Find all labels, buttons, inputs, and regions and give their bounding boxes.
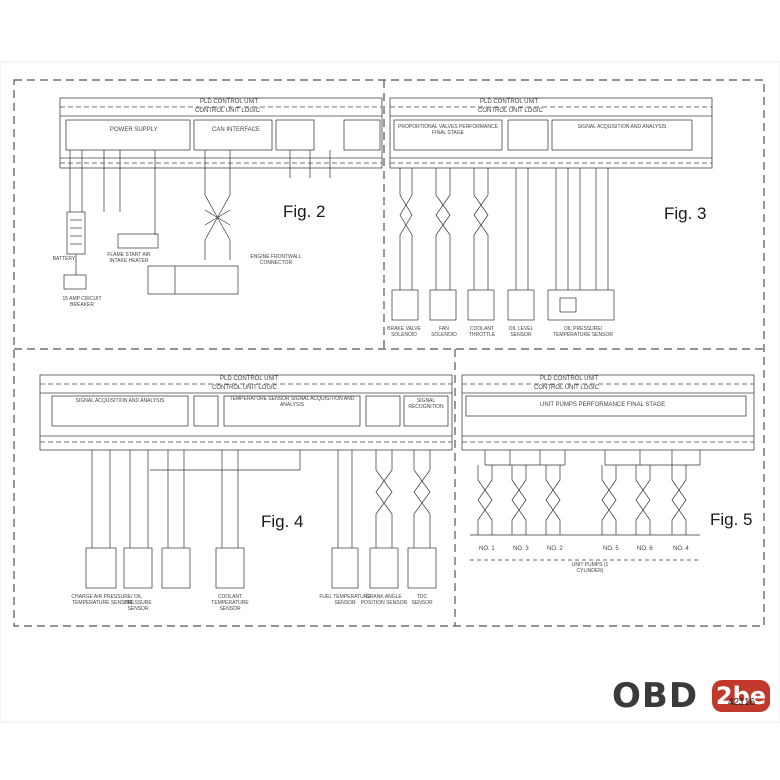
fig2-label: Fig. 2	[283, 202, 326, 221]
coolant-throttle-label: COOLANT THROTTLE	[468, 326, 496, 338]
fig3-module-title: PLD CONTROL UNIT	[480, 99, 539, 105]
pump-label: NO. 6	[637, 546, 653, 552]
logo-brand-right: 2be	[712, 680, 770, 712]
fig2-wires	[63, 150, 331, 295]
fuel-temp-label: FUEL TEMPERATURE SENSOR	[319, 594, 371, 606]
fig5-wires	[470, 450, 701, 561]
fig2-module-title: PLD CONTROL UNIT	[200, 99, 259, 105]
pump-label: NO. 5	[603, 546, 619, 552]
fig5-module-logic: CONTROL UNIT LOGIC	[534, 385, 600, 391]
tdc-sensor-label: TDC SENSOR	[411, 594, 433, 606]
unit-pumps-stage-label: UNIT PUMPS PERFORMANCE FINAL STAGE	[540, 402, 666, 408]
sheet-frame	[0, 61, 780, 723]
panel-dividers	[13, 79, 765, 627]
flame-start-label: FLAME START AIR INTAKE HEATER	[107, 252, 151, 264]
coolant-temp-label: COOLANT TEMPERATURE SENSOR	[211, 594, 249, 612]
unit-pumps-label: UNIT PUMPS (1 CYLINDER)	[571, 562, 609, 574]
proportional-valves-label: PROPORTIONAL VALVES PERFORMANCE FINAL ST…	[398, 124, 498, 136]
fig4-module	[39, 374, 453, 451]
fig4-wires	[85, 450, 437, 589]
oil-press-temp-label: OIL PRESSURE/ TEMPERATURE SENSOR	[553, 326, 613, 338]
engine-connector-label: ENGINE FRONTWALL CONNECTOR	[250, 254, 302, 266]
fan-solenoid-label: FAN SOLENOID	[431, 326, 457, 338]
fig5-module	[461, 374, 755, 451]
power-supply-label: POWER SUPPLY	[110, 127, 158, 133]
obd2be-logo: OBD 2be	[612, 676, 772, 720]
crank-angle-label: CRANK ANGLE POSITION SENSOR	[360, 594, 408, 606]
fig3-wires	[391, 168, 615, 321]
fig4-label: Fig. 4	[261, 512, 304, 531]
document-number: 42116	[728, 697, 756, 708]
battery-label: BATTERY	[52, 256, 76, 262]
charge-air-label: CHARGE AIR PRESSURE/ TEMPERATURE SENSOR	[71, 594, 133, 606]
signal-recognition-label: SIGNAL RECOGNITION	[408, 398, 444, 410]
signal-acq-top-label: SIGNAL ACQUISITION AND ANALYSIS	[577, 124, 667, 130]
oil-pressure-label: OIL PRESSURE SENSOR	[124, 594, 152, 612]
fig4-module-logic: CONTROL UNIT LOGIC	[212, 385, 278, 391]
oil-level-label: OIL LEVEL SENSOR	[508, 326, 534, 338]
breaker-label: 15 AMP CIRCUIT BREAKER	[62, 296, 102, 308]
temp-sensor-signal-label: TEMPERATURE SENSOR SIGNAL ACQUISITION AN…	[229, 396, 355, 408]
fig2-module	[59, 97, 383, 169]
fig3-label: Fig. 3	[664, 204, 707, 223]
fig3-module	[389, 97, 713, 169]
fig2-module-logic: CONTROL UNIT LOGIC	[195, 108, 261, 114]
pump-label: NO. 3	[513, 546, 529, 552]
brake-valve-label: BRAKE VALVE SOLENOID	[387, 326, 421, 338]
pump-label: NO. 1	[479, 546, 495, 552]
logo-brand-left: OBD	[612, 676, 699, 716]
pump-label: NO. 4	[673, 546, 689, 552]
fig5-module-title: PLD CONTROL UNIT	[540, 376, 599, 382]
can-interface-label: CAN INTERFACE	[212, 127, 261, 133]
fig3-module-logic: CONTROL UNIT LOGIC	[478, 108, 544, 114]
fig5-label: Fig. 5	[710, 510, 753, 529]
pump-label: NO. 2	[547, 546, 563, 552]
fig4-module-title: PLD CONTROL UNIT	[220, 376, 279, 382]
signal-acq-bottom-label: SIGNAL ACQUISITION AND ANALYSIS	[75, 398, 165, 404]
